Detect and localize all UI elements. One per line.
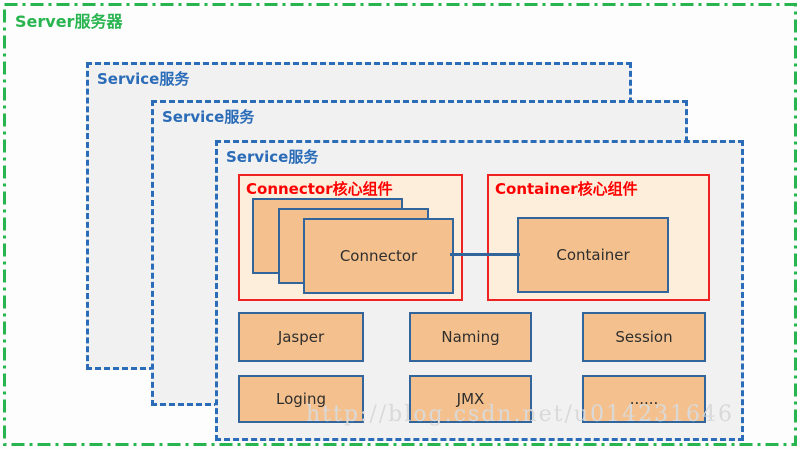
connector-container-link: [450, 253, 520, 256]
service-label-2: Service服务: [162, 108, 255, 126]
component-box-naming: Naming: [409, 312, 532, 362]
connector-core-group-label: Connector核心组件: [246, 180, 393, 198]
component-box-ellipsis: ......: [582, 375, 706, 423]
service-label-3: Service服务: [226, 148, 319, 166]
component-box-jmx: JMX: [409, 375, 532, 423]
service-box-3: Service服务 Connector核心组件 Connector Contai…: [215, 140, 744, 441]
server-label: Server服务器: [15, 12, 123, 31]
component-box-loging: Loging: [238, 375, 364, 423]
connector-core-group: Connector核心组件 Connector: [238, 174, 463, 301]
container-core-group-label: Container核心组件: [495, 180, 638, 198]
component-box-jasper: Jasper: [238, 312, 364, 362]
container-box: Container: [517, 217, 669, 293]
connector-box: Connector: [303, 218, 454, 294]
container-core-group: Container核心组件 Container: [487, 174, 710, 301]
component-box-session: Session: [582, 312, 706, 362]
service-label-1: Service服务: [97, 70, 190, 88]
server-dash-dot-border: [3, 3, 797, 446]
